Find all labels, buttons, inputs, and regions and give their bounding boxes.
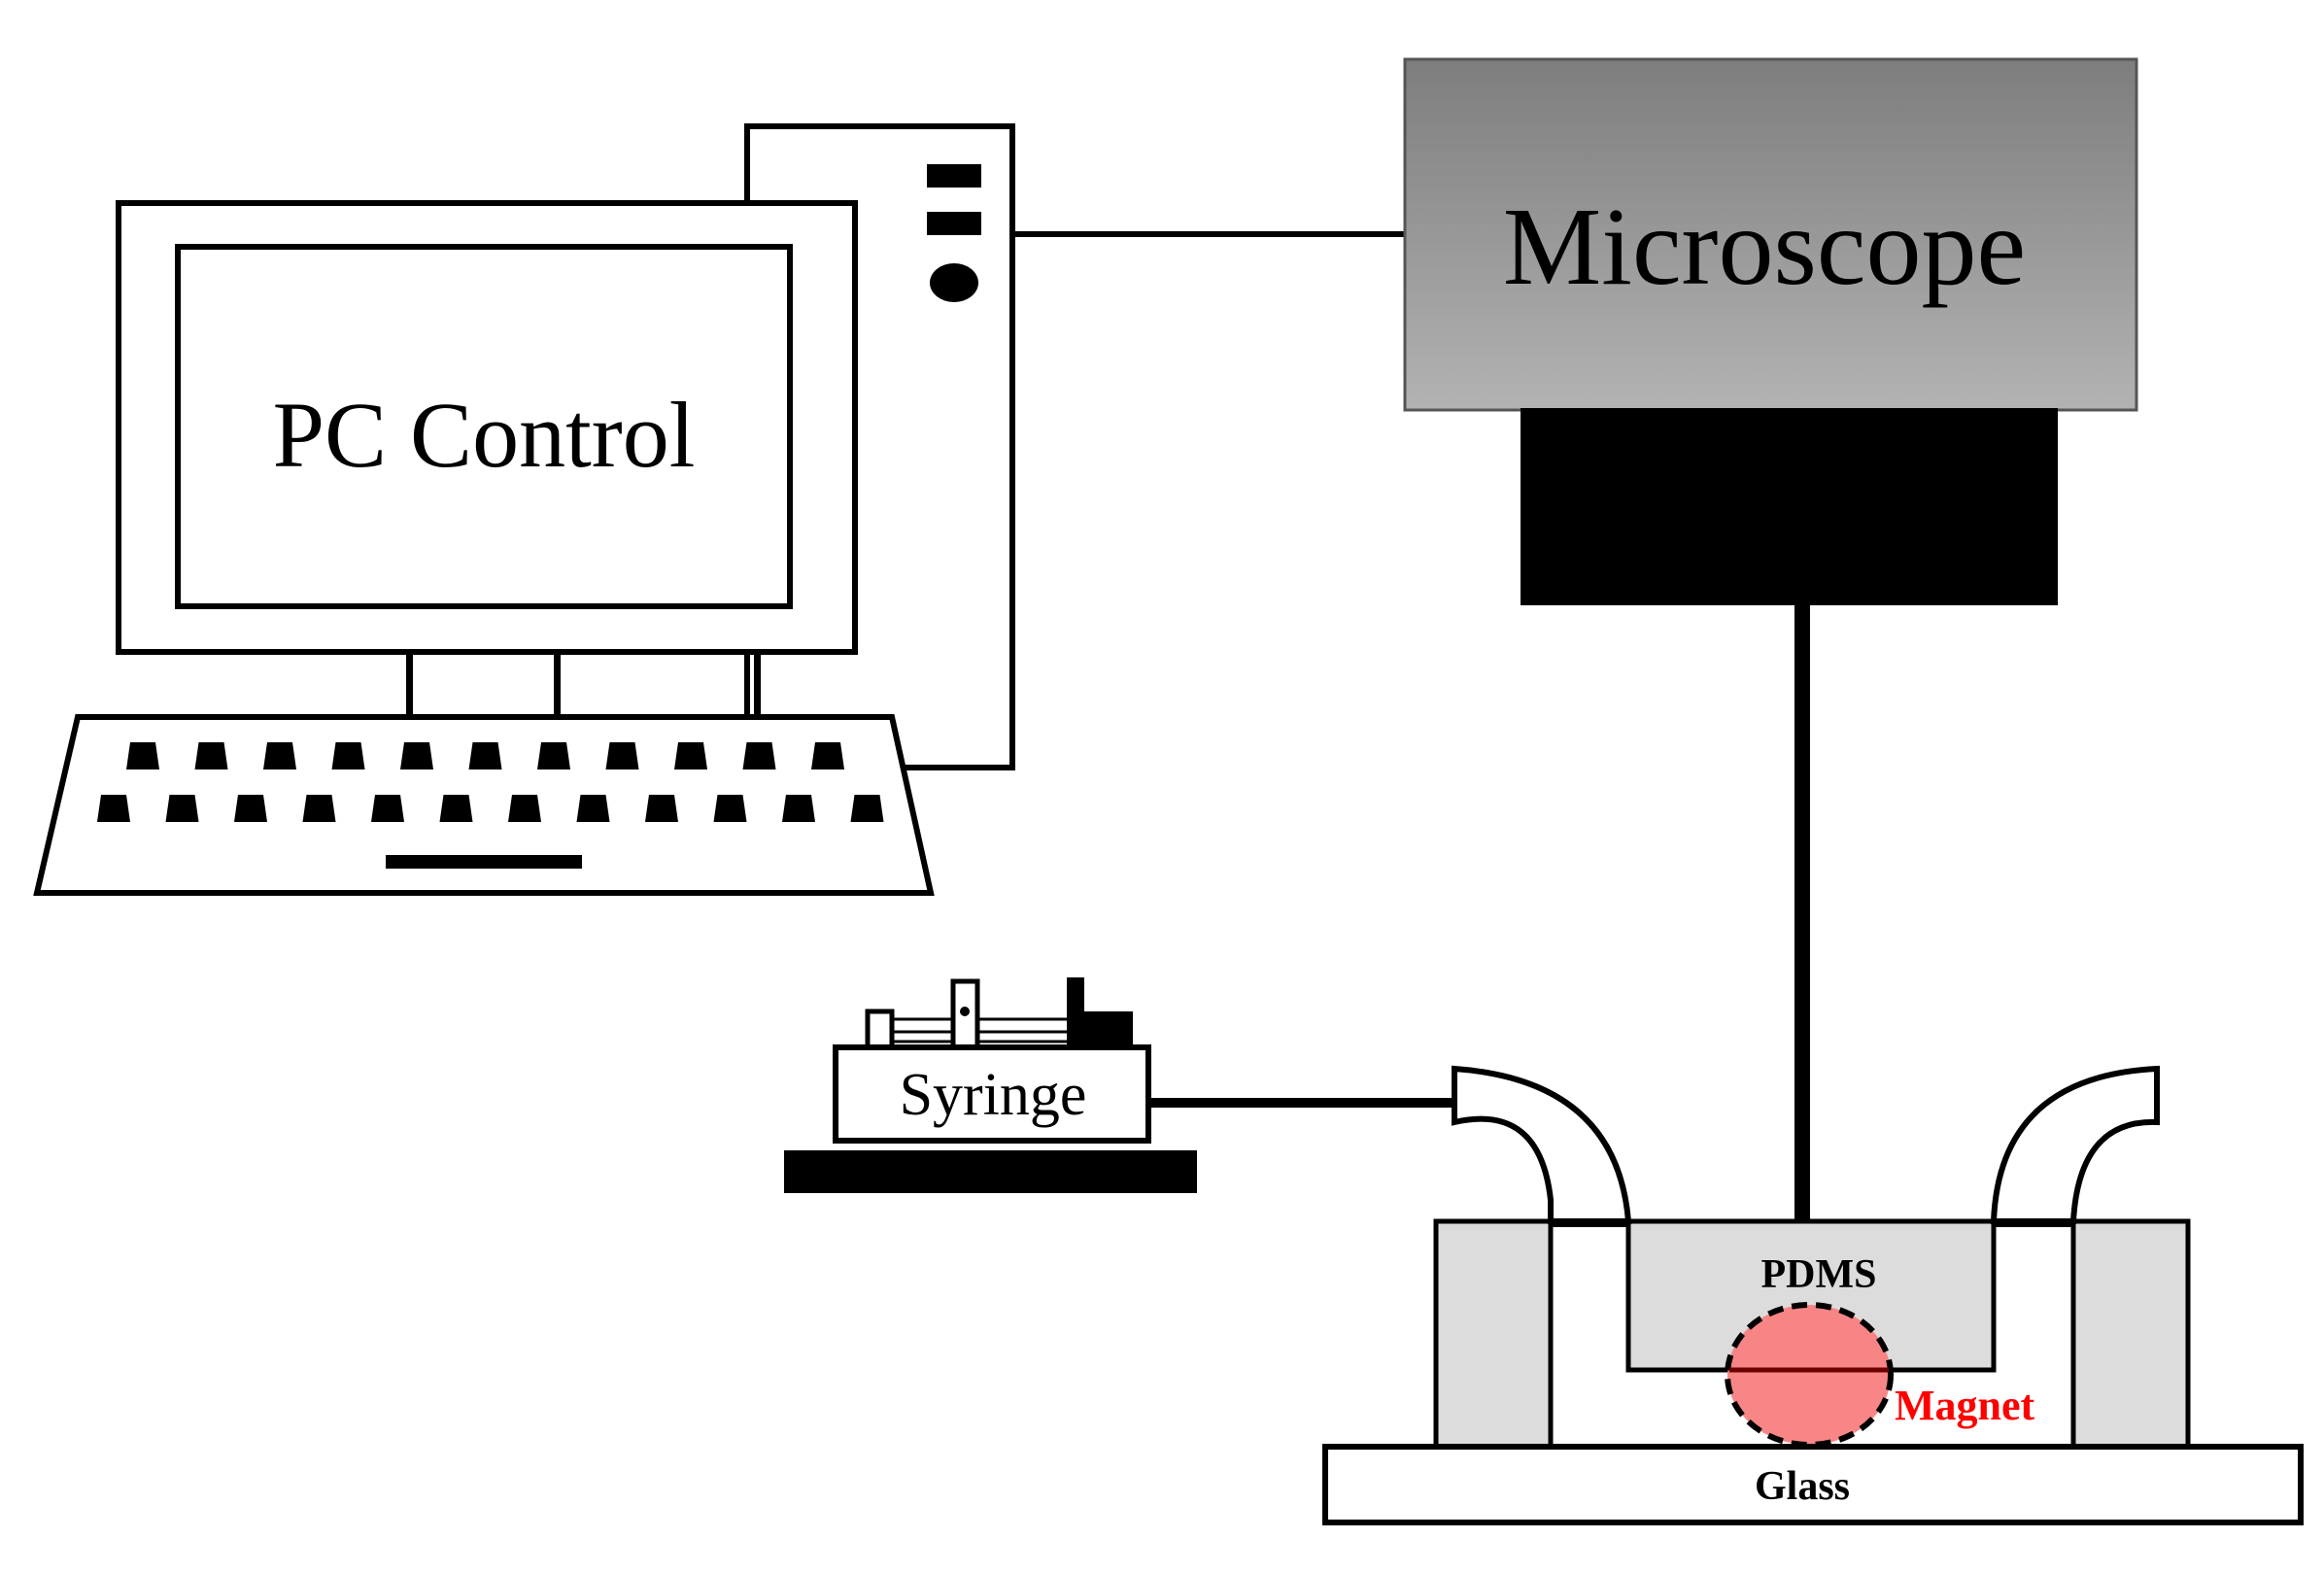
magnet-label: Magnet xyxy=(1895,1382,2035,1429)
spacebar xyxy=(386,855,582,869)
chip-left-wall xyxy=(1433,1218,1554,1450)
syringe-pump: Syringe xyxy=(784,977,1197,1193)
glass-substrate xyxy=(1322,1444,2304,1525)
inlet-tube xyxy=(1452,1065,1632,1224)
microscope-label: Microscope xyxy=(1503,185,2026,308)
keyboard-key xyxy=(97,795,130,822)
keyboard-key xyxy=(508,795,541,822)
keyboard-key xyxy=(302,795,336,822)
keyboard-key xyxy=(126,742,159,769)
keyboard-key xyxy=(605,742,639,769)
keyboard-key xyxy=(439,795,473,822)
pc-control-label: PC Control xyxy=(273,383,696,487)
microscope-objective xyxy=(1521,408,2058,605)
power-button-icon xyxy=(930,263,978,302)
outlet-tube xyxy=(1990,1065,2160,1224)
pdms-label: PDMS xyxy=(1761,1252,1877,1297)
keyboard-key xyxy=(713,795,747,822)
pc-monitor: PC Control xyxy=(116,200,858,718)
microscope: Microscope xyxy=(1403,57,2138,605)
keyboard-key xyxy=(371,795,404,822)
keyboard-key xyxy=(537,742,570,769)
keyboard-key xyxy=(331,742,365,769)
keyboard xyxy=(33,714,935,896)
keyboard-key xyxy=(811,742,844,769)
key-row xyxy=(97,795,884,822)
keyboard-key xyxy=(850,795,884,822)
microfluidic-chip: PDMS Magnet Glass xyxy=(1322,1065,2304,1525)
key-row xyxy=(126,742,844,769)
keyboard-key xyxy=(782,795,815,822)
syringe-pump-base xyxy=(784,1150,1197,1193)
chip-right-wall xyxy=(2070,1218,2191,1450)
glass-label: Glass xyxy=(1755,1464,1850,1509)
drive-bay-slot xyxy=(927,164,981,188)
keyboard-key xyxy=(234,795,267,822)
keyboard-key xyxy=(400,742,433,769)
keyboard-key xyxy=(742,742,776,769)
keyboard-key xyxy=(194,742,228,769)
keyboard-key xyxy=(576,795,610,822)
keyboard-key xyxy=(263,742,296,769)
magnet xyxy=(1725,1302,1894,1448)
keyboard-key xyxy=(165,795,199,822)
syringe-label: Syringe xyxy=(900,1062,1087,1128)
keyboard-key xyxy=(674,742,707,769)
keyboard-key xyxy=(468,742,502,769)
drive-bay-slot xyxy=(927,212,981,235)
keyboard-key xyxy=(645,795,678,822)
